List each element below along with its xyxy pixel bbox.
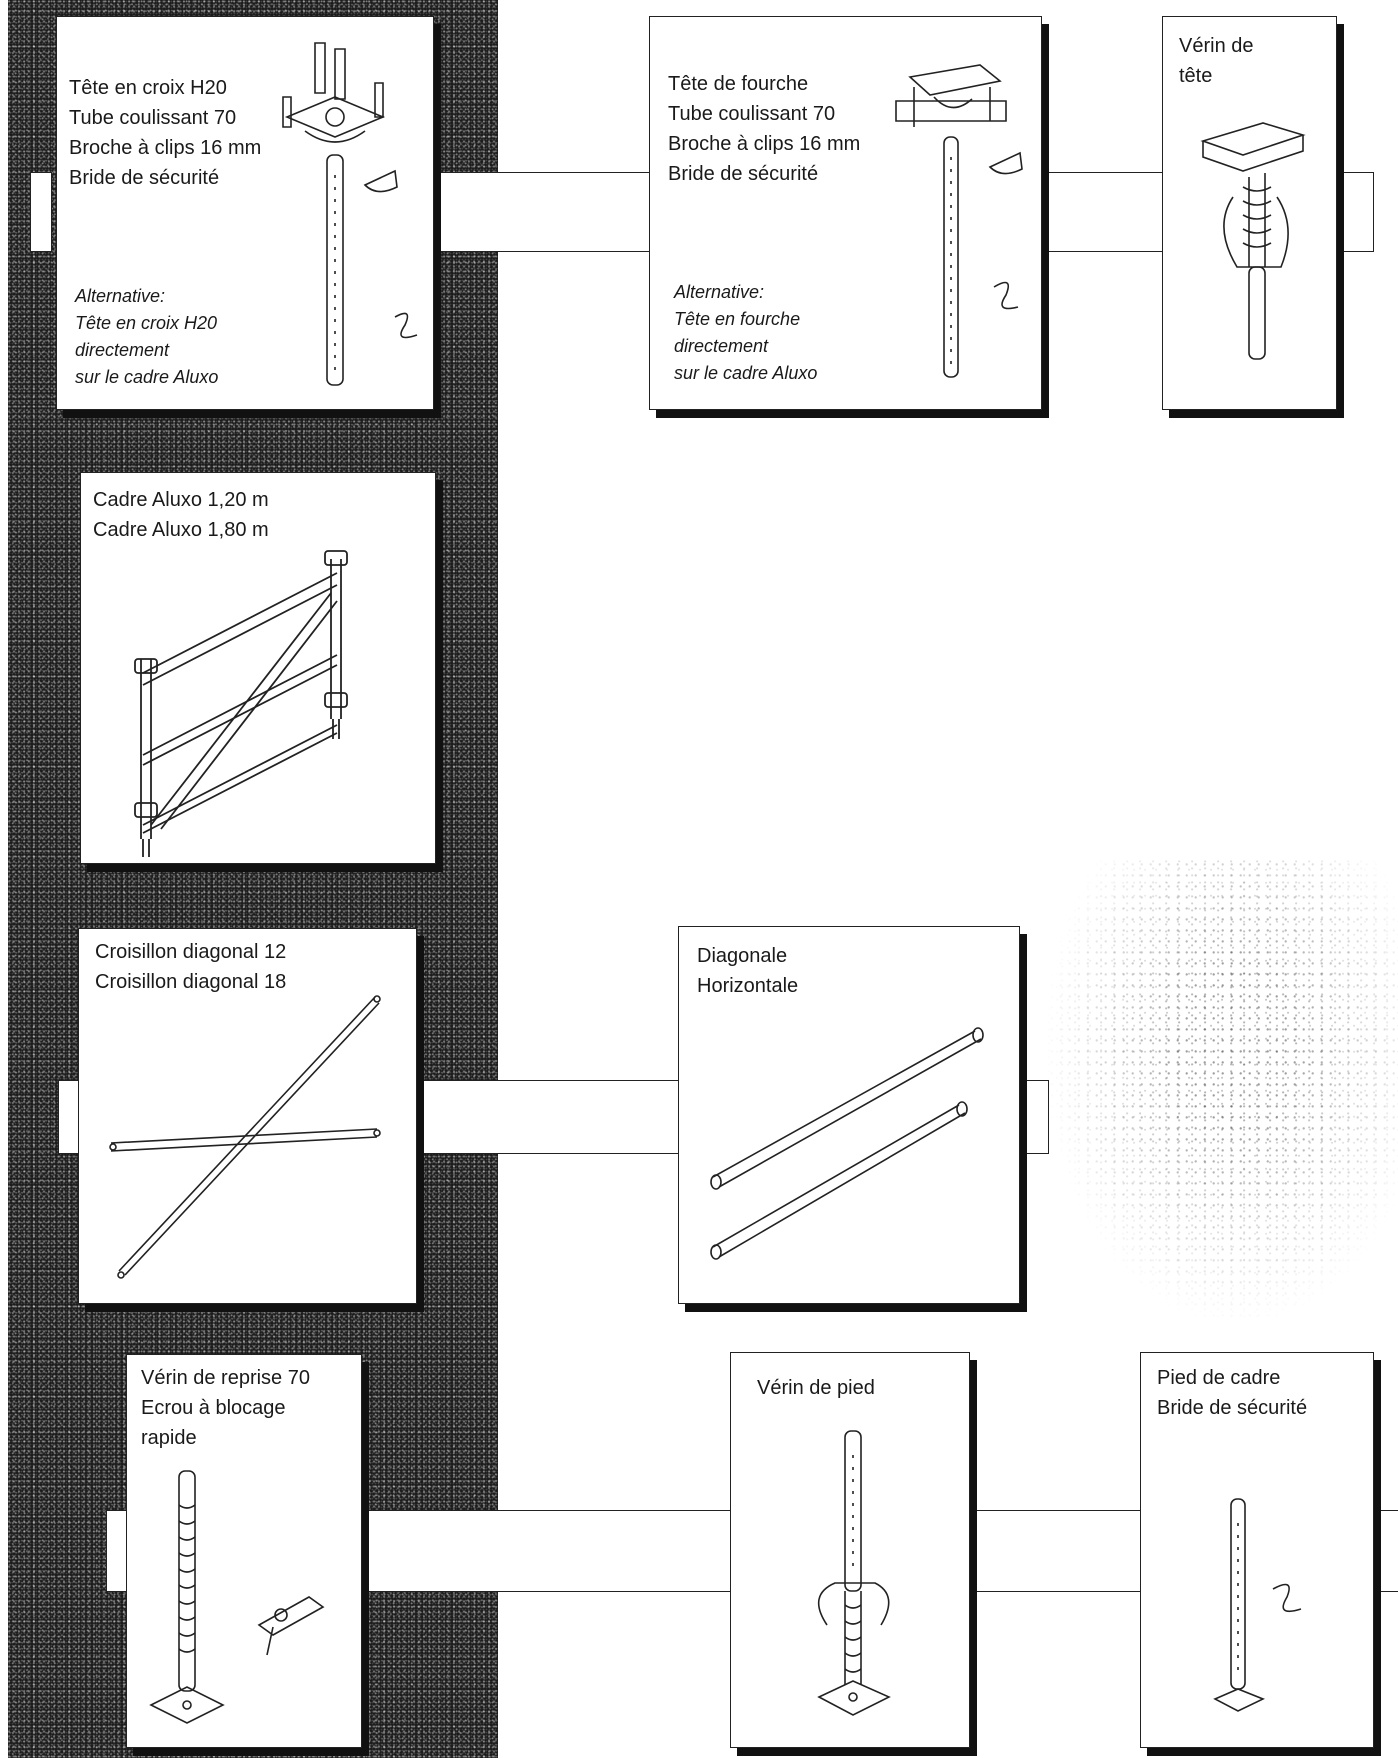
connector-middle (415, 1080, 678, 1154)
diagonale-label: Diagonale Horizontale (697, 941, 798, 1001)
left-stub-middle (58, 1080, 80, 1154)
right-stub-top (1335, 172, 1374, 252)
connector-bottom-3 (1372, 1510, 1398, 1592)
cross-brace-icon (109, 993, 389, 1293)
fourche-alternative: Alternative: Tête en fourche directement… (674, 279, 817, 387)
left-stub-bottom (106, 1510, 128, 1592)
croix-h20-alternative: Alternative: Tête en croix H20 directeme… (75, 283, 218, 391)
connector-top-1 (432, 172, 649, 252)
verin-reprise-label: Vérin de reprise 70 Ecrou à blocage rapi… (141, 1363, 310, 1453)
left-stub-top (30, 172, 52, 252)
cadre-aluxo-label: Cadre Aluxo 1,20 m Cadre Aluxo 1,80 m (93, 485, 269, 545)
card-cadre-aluxo: Cadre Aluxo 1,20 m Cadre Aluxo 1,80 m (80, 472, 436, 864)
card-croisillon: Croisillon diagonal 12 Croisillon diagon… (78, 928, 417, 1304)
connector-top-2 (1040, 172, 1162, 252)
aluxo-frame-icon (131, 539, 371, 849)
connector-bottom-1 (360, 1510, 730, 1592)
croix-h20-label: Tête en croix H20 Tube coulissant 70 Bro… (69, 73, 261, 193)
verin-tete-label: Vérin de tête (1179, 31, 1254, 91)
base-jack-icon (801, 1425, 911, 1725)
diagonal-horizontal-bars-icon (709, 1025, 999, 1265)
head-jack-icon (1193, 117, 1313, 367)
scan-noise-patch (1040, 860, 1398, 1330)
jack-nut-icon (139, 1465, 349, 1735)
verin-pied-label: Vérin de pied (757, 1373, 875, 1403)
connector-bottom-2 (968, 1510, 1140, 1592)
card-verin-tete: Vérin de tête (1162, 16, 1337, 410)
card-verin-pied: Vérin de pied (730, 1352, 970, 1748)
card-croix-h20: Tête en croix H20 Tube coulissant 70 Bro… (56, 16, 434, 410)
fork-head-tube-icon (890, 57, 1030, 387)
card-verin-reprise: Vérin de reprise 70 Ecrou à blocage rapi… (126, 1354, 362, 1748)
croisillon-label: Croisillon diagonal 12 Croisillon diagon… (95, 937, 286, 997)
card-pied-cadre: Pied de cadre Bride de sécurité (1140, 1352, 1374, 1748)
frame-foot-icon (1201, 1493, 1311, 1723)
right-stub-middle (1018, 1080, 1049, 1154)
card-diagonale: Diagonale Horizontale (678, 926, 1020, 1304)
pied-cadre-label: Pied de cadre Bride de sécurité (1157, 1363, 1307, 1423)
cross-head-tube-icon (275, 35, 405, 395)
card-fourche: Tête de fourche Tube coulissant 70 Broch… (649, 16, 1042, 410)
fourche-label: Tête de fourche Tube coulissant 70 Broch… (668, 69, 860, 189)
